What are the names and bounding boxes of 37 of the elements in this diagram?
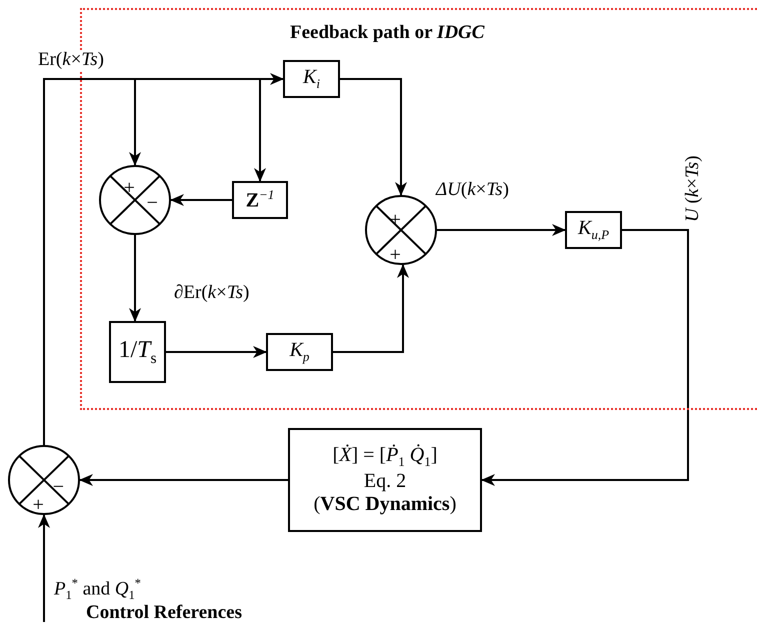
sign: + bbox=[390, 245, 401, 266]
delay-label: Z$^{−1}$ bbox=[246, 188, 274, 212]
signal-label: U (k×Ts) bbox=[683, 155, 704, 222]
summing-junction bbox=[8, 445, 80, 515]
gain-block bbox=[266, 333, 333, 371]
signal-arrow bbox=[166, 346, 267, 358]
signal-arrow bbox=[129, 235, 141, 322]
signal-arrow bbox=[437, 224, 566, 236]
signal-label: ∂Er(k×Ts) bbox=[174, 283, 250, 304]
signal-arrow bbox=[170, 194, 232, 206]
summing-junction bbox=[99, 165, 171, 235]
block-text: (VSC Dynamics) bbox=[314, 492, 456, 516]
dynamics-block bbox=[288, 428, 482, 532]
caption-text: Control References bbox=[86, 602, 242, 624]
gain-label: K$_{u,P}$ bbox=[578, 217, 610, 243]
signal-arrow bbox=[79, 474, 288, 486]
signal-label: ΔU(k×Ts) bbox=[436, 180, 509, 201]
gain-block bbox=[565, 211, 622, 249]
sign: + bbox=[124, 178, 135, 198]
signal-arrow bbox=[481, 229, 689, 486]
gain-label: K$_{p}$ bbox=[290, 339, 310, 365]
gain-block bbox=[283, 60, 340, 98]
gain-label: K$_{i}$ bbox=[303, 66, 320, 92]
summing-junction bbox=[365, 195, 437, 265]
sign: − bbox=[146, 193, 158, 213]
sampling-block bbox=[109, 321, 166, 383]
signal-arrow bbox=[340, 78, 407, 196]
equation: [Ẋ] = [Ṗ$_{1}$ Q̇$_{1}$] bbox=[332, 444, 438, 470]
signal-arrow bbox=[38, 514, 50, 622]
signal-label: Er(k×Ts) bbox=[38, 50, 104, 71]
fraction-label: 1/T$_{s}$ bbox=[118, 336, 157, 368]
signal-arrow bbox=[333, 264, 409, 353]
region-title: Feedback path or IDGC bbox=[290, 22, 484, 44]
sign: + bbox=[32, 495, 44, 516]
sign: − bbox=[52, 476, 64, 496]
delay-block bbox=[232, 181, 288, 219]
block-text: Eq. 2 bbox=[364, 470, 406, 493]
